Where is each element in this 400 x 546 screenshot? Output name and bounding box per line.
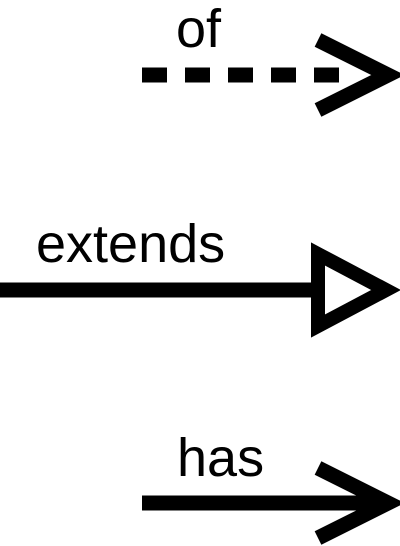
open-arrowhead-icon (314, 461, 400, 545)
label-extends: extends (36, 214, 225, 274)
open-arrowhead-icon (314, 33, 400, 117)
legend-item-has: has (142, 428, 400, 545)
legend-item-extends: extends (0, 214, 400, 338)
legend-item-of: of (142, 0, 400, 117)
hollow-triangle-icon (311, 242, 400, 338)
label-of: of (176, 0, 222, 59)
label-has: has (177, 428, 264, 488)
